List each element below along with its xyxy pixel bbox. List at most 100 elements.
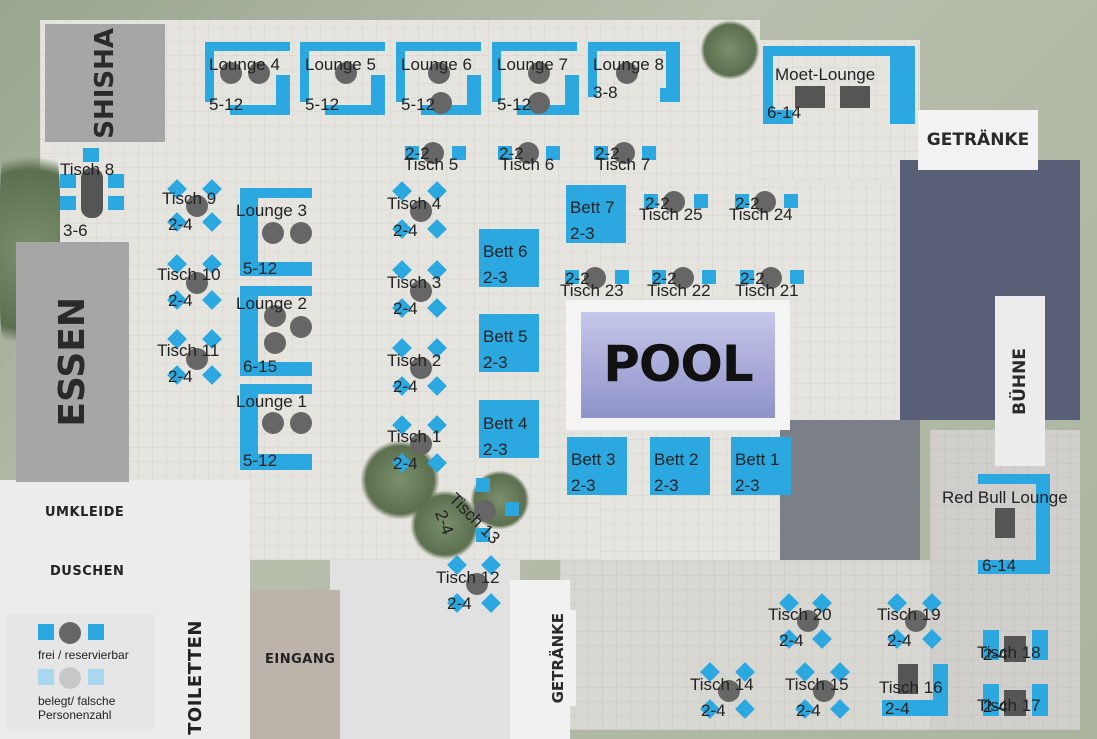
bett-2-capacity: 2-3 [654, 476, 679, 495]
lounge-6-label: Lounge 6 [401, 55, 472, 74]
bett-7-capacity: 2-3 [570, 224, 595, 243]
lounge-7-label: Lounge 7 [497, 55, 568, 74]
lounge-2-capacity: 6-15 [243, 357, 278, 376]
bett-6-capacity: 2-3 [483, 268, 508, 287]
red-bull-lounge-capacity: 6-14 [982, 556, 1017, 575]
bett-5[interactable]: Bett 5 2-3 [479, 314, 539, 372]
getraenke-bottom-label: GETRÄNKE [549, 612, 567, 704]
lounge-3-label: Lounge 3 [236, 201, 307, 220]
palm-tree [410, 490, 480, 560]
tisch-14-label: Tisch 14 [690, 675, 754, 694]
tisch-21-label: Tisch 21 [735, 281, 799, 300]
tisch-6-capacity: 2-2 [499, 144, 524, 163]
legend-taken-seat-swatch [38, 669, 54, 685]
lounge-1-label: Lounge 1 [236, 392, 307, 411]
legend: frei / reservierbar belegt/ falsche Pers… [7, 614, 155, 729]
legend-free-table-swatch [59, 622, 81, 644]
tisch-17-capacity: 2-4 [983, 697, 1008, 716]
bett-4[interactable]: Bett 4 2-3 [479, 400, 539, 458]
tisch-19-label: Tisch 19 [877, 605, 941, 624]
stage-area [900, 160, 1080, 420]
tisch-8-label: Tisch 8 [60, 160, 115, 179]
lounge-8-capacity: 3-8 [593, 83, 618, 102]
shisha-label: SHISHA [90, 27, 120, 139]
tisch-14-capacity: 2-4 [701, 701, 726, 720]
lounge-1-capacity: 5-12 [243, 451, 278, 470]
buehne-label: BÜHNE [1010, 347, 1030, 415]
pool-title: POOL [603, 335, 754, 393]
lounge-2-label: Lounge 2 [236, 294, 307, 313]
bett-2[interactable]: Bett 2 2-3 [650, 437, 710, 495]
tisch-21-capacity: 2-2 [740, 269, 765, 288]
red-bull-area [930, 430, 1080, 730]
lounge-6-capacity: 5-12 [401, 95, 436, 114]
tisch-10-label: Tisch 10 [157, 265, 221, 284]
tisch-2-capacity: 2-4 [393, 377, 418, 396]
bett-5-label: Bett 5 [483, 327, 528, 346]
tisch-3-label: Tisch 3 [387, 273, 442, 292]
tisch-7-label: Tisch 7 [596, 155, 651, 174]
tisch-23-capacity: 2-2 [565, 269, 590, 288]
lounge-7-capacity: 5-12 [497, 95, 532, 114]
tisch-17-label: Tisch 17 [977, 696, 1041, 715]
tisch-20-label: Tisch 20 [768, 605, 832, 624]
bett-1-label: Bett 1 [735, 450, 780, 469]
shisha-zone: SHISHA [45, 24, 165, 142]
tisch-3-capacity: 2-4 [393, 299, 418, 318]
lounge-8-label: Lounge 8 [593, 55, 664, 74]
tisch-10-capacity: 2-4 [168, 291, 193, 310]
tisch-1-capacity: 2-4 [393, 454, 418, 473]
buehne-zone: BÜHNE [995, 296, 1045, 466]
tisch-4-capacity: 2-4 [393, 221, 418, 240]
getraenke-top-label: GETRÄNKE [926, 130, 1030, 150]
bett-1[interactable]: Bett 1 2-3 [731, 437, 791, 495]
lower-building [780, 420, 920, 560]
tisch-5-capacity: 2-2 [405, 144, 430, 163]
legend-free-seat-swatch [38, 624, 54, 640]
tisch-16-label: Tisch 16 [879, 678, 943, 697]
bett-7[interactable]: Bett 7 2-3 [566, 185, 626, 243]
lounge-4-capacity: 5-12 [209, 95, 244, 114]
tisch-6-label: Tisch 6 [500, 155, 555, 174]
umkleide-label: UMKLEIDE [45, 505, 125, 520]
tisch-16-capacity: 2-4 [885, 699, 910, 718]
tisch-15-label: Tisch 15 [785, 675, 849, 694]
legend-taken-label: belegt/ falsche Personenzahl [38, 694, 116, 722]
duschen-label: DUSCHEN [50, 564, 125, 579]
lounge-5-capacity: 5-12 [305, 95, 340, 114]
lounge-5-label: Lounge 5 [305, 55, 376, 74]
tisch-9-capacity: 2-4 [168, 215, 193, 234]
tisch-12-capacity: 2-4 [447, 594, 472, 613]
bett-2-label: Bett 2 [654, 450, 699, 469]
red-bull-lounge-label: Red Bull Lounge [942, 488, 1068, 507]
tisch-7-capacity: 2-2 [595, 144, 620, 163]
tisch-1-label: Tisch 1 [387, 427, 442, 446]
bett-3[interactable]: Bett 3 2-3 [567, 437, 627, 495]
moet-lounge-label: Moet-Lounge [775, 65, 876, 84]
bett-1-capacity: 2-3 [735, 476, 760, 495]
tisch-19-capacity: 2-4 [887, 631, 912, 650]
bett-4-capacity: 2-3 [483, 440, 508, 459]
bett-5-capacity: 2-3 [483, 353, 508, 372]
bett-6[interactable]: Bett 6 2-3 [479, 229, 539, 287]
eingang-label: EINGANG [265, 652, 336, 667]
tisch-2-label: Tisch 2 [387, 351, 442, 370]
bett-3-capacity: 2-3 [571, 476, 596, 495]
tisch-9-label: Tisch 9 [162, 189, 217, 208]
pool-water [581, 312, 775, 418]
tisch-22-capacity: 2-2 [652, 269, 677, 288]
tisch-5-label: Tisch 5 [404, 155, 459, 174]
tisch-12-label: Tisch 12 [436, 568, 500, 587]
tisch-4-label: Tisch 4 [387, 194, 442, 213]
legend-free-seat-swatch [88, 624, 104, 640]
entrance-path [250, 590, 340, 739]
essen-zone: ESSEN [16, 242, 129, 482]
tisch-25-capacity: 2-2 [645, 194, 670, 213]
palm-tree [700, 20, 760, 80]
getraenke-top-zone: GETRÄNKE [918, 110, 1038, 170]
moet-lounge-capacity: 6-14 [767, 103, 802, 122]
bett-4-label: Bett 4 [483, 414, 528, 433]
tisch-23-label: Tisch 23 [560, 281, 624, 300]
toiletten-label: TOILETTEN [185, 620, 206, 735]
essen-label: ESSEN [52, 297, 93, 427]
